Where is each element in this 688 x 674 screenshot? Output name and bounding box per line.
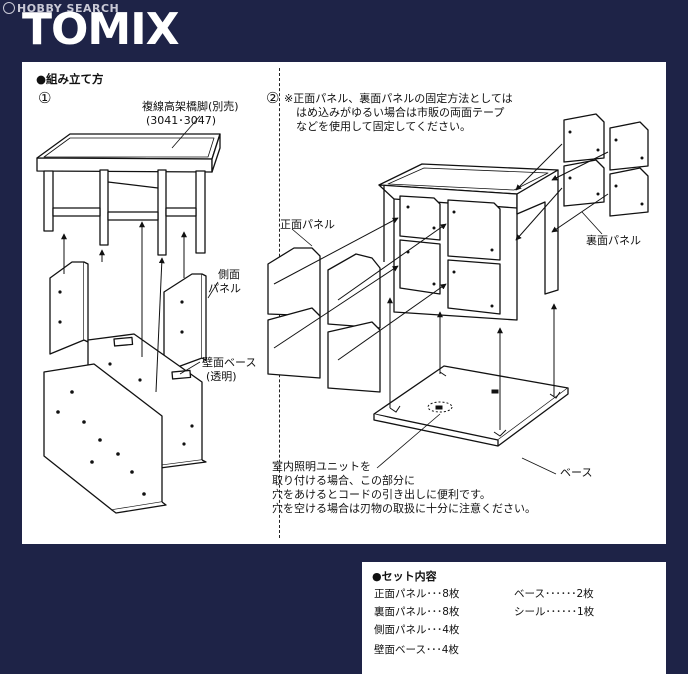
front-panel-loose-2 — [327, 253, 381, 329]
back-panel-1 — [563, 113, 605, 163]
watermark-text: HOBBY SEARCH — [17, 2, 120, 15]
lighting-note-line-1: 室内照明ユニットを — [272, 460, 371, 473]
assembly-heading: ●組み立て方 — [36, 72, 104, 86]
side-panel-label-line-2: パネル — [208, 282, 241, 295]
contents-sticker: シール･･････1枚 — [514, 606, 595, 618]
base-label: ベース — [560, 466, 593, 479]
viaduct-pier-drawing — [36, 133, 221, 256]
mounted-front-panels — [399, 195, 501, 315]
watermark-logo-icon — [3, 2, 15, 14]
contents-wall-base: 壁面ベース･･･4枚 — [374, 644, 459, 656]
contents-back-panel: 裏面パネル･･･8枚 — [374, 606, 460, 618]
back-panel-4 — [609, 167, 649, 217]
step-2-note-line-3: などを使用して固定してください。 — [296, 120, 472, 133]
watermark: HOBBY SEARCH — [3, 2, 119, 15]
wall-base-label-line-1: 壁面ベース — [202, 356, 257, 369]
viaduct-pier-label: 複線高架橋脚(別売) — [142, 100, 239, 113]
back-panel-label: 裏面パネル — [586, 234, 641, 247]
set-contents-heading: ●セット内容 — [372, 570, 437, 583]
contents-side-panel: 側面パネル･･･4枚 — [374, 624, 460, 636]
viaduct-pier-codes: (3041･3047) — [146, 114, 217, 127]
set-contents-box: ●セット内容 正面パネル･･･8枚 裏面パネル･･･8枚 側面パネル･･･4枚 … — [362, 562, 666, 674]
side-panel-left — [49, 261, 89, 355]
step-1-number: ① — [38, 89, 52, 107]
contents-front-panel: 正面パネル･･･8枚 — [374, 588, 460, 600]
contents-base: ベース･･････2枚 — [514, 588, 594, 600]
side-panel-label-line-1: 側面 — [218, 268, 240, 281]
base-plate-drawing — [373, 365, 569, 447]
brand-logo: TOMIX — [22, 4, 179, 55]
assembly-diagram — [36, 113, 649, 514]
front-panel-loose-1 — [267, 247, 321, 317]
lighting-note-line-3: 穴をあけるとコードの引き出しに便利です。 — [272, 488, 491, 501]
front-panel-loose-3 — [267, 307, 321, 379]
assembly-instructions-card: ●組み立て方 ① 複線高架橋脚(別売) (3041･3047) 側面 パネル 壁… — [22, 62, 666, 544]
back-panel-3 — [563, 159, 605, 207]
lighting-note-line-4: 穴を空ける場合は刃物の取扱に十分に注意ください。 — [272, 502, 536, 515]
front-panel-label: 正面パネル — [280, 218, 335, 231]
step-2-note-line-2: はめ込みがゆるい場合は市販の両面テープ — [296, 106, 505, 119]
wall-base-label-line-2: (透明) — [206, 370, 237, 383]
step-2-number: ② — [266, 89, 280, 107]
step-2-note-line-1: ※正面パネル、裏面パネルの固定方法としては — [284, 92, 513, 105]
lighting-note-line-2: 取り付ける場合、この部分に — [272, 474, 415, 487]
back-panel-2 — [609, 121, 649, 171]
front-panel-loose-4 — [327, 321, 381, 393]
side-panel-right — [163, 273, 207, 373]
